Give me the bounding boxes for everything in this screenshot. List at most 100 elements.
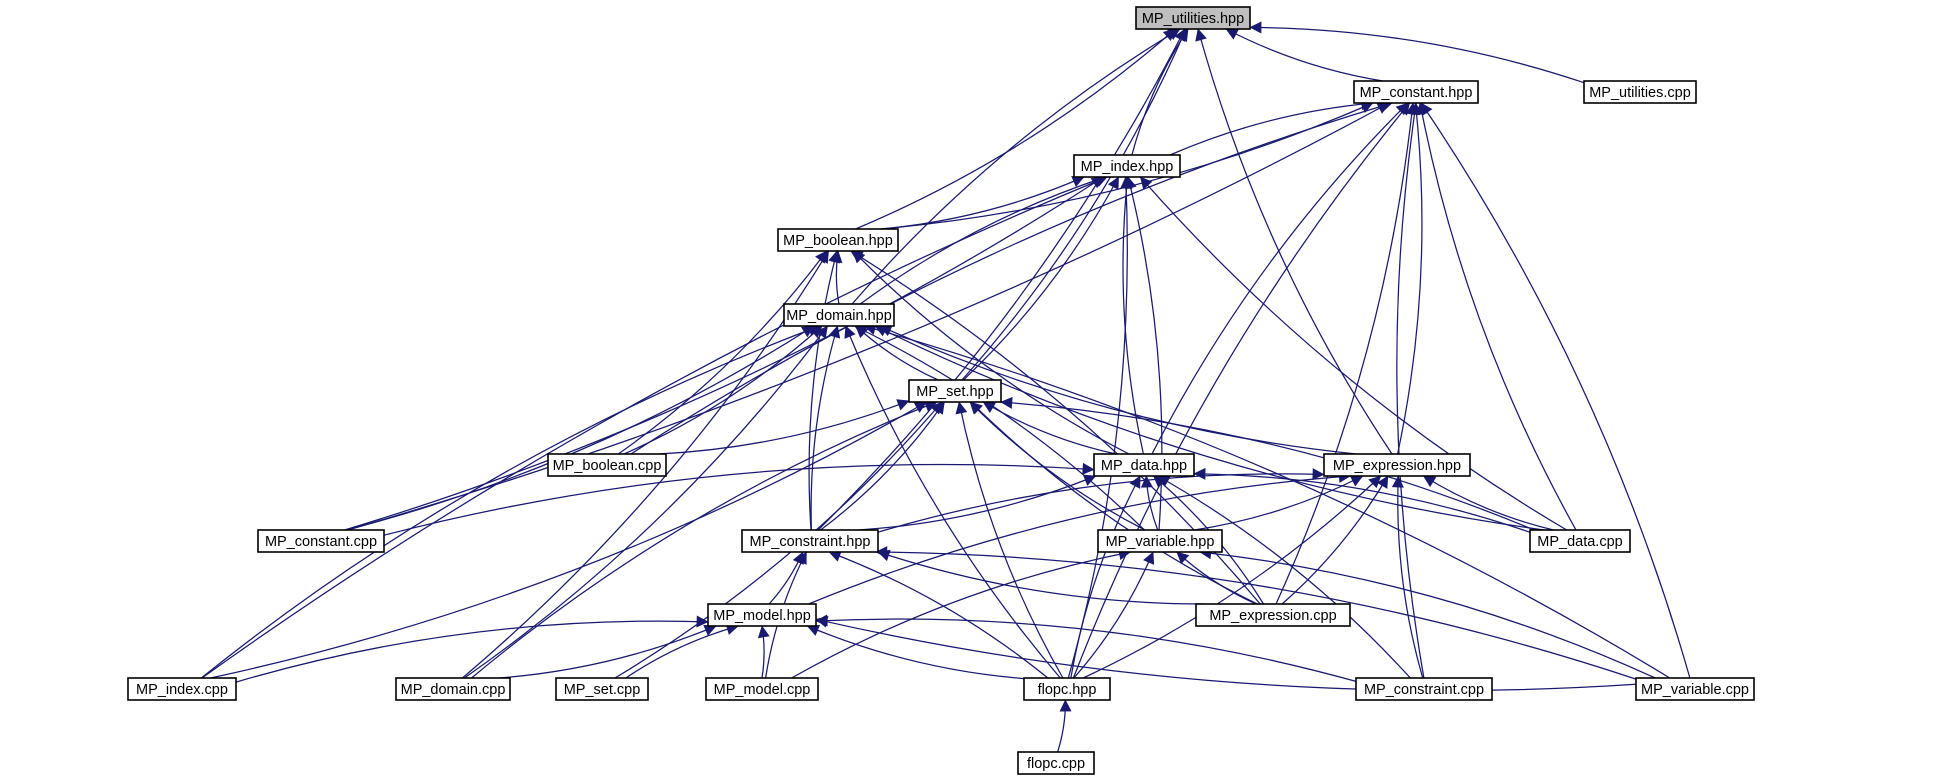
node-mp-constant-hpp[interactable]: MP_constant.hpp: [1353, 80, 1479, 104]
node-label: MP_expression.hpp: [1333, 458, 1461, 474]
node-label: MP_domain.cpp: [401, 682, 506, 698]
node-box: [707, 603, 817, 627]
edge-mp_data_hpp-to-mp_constant_hpp: [1151, 102, 1409, 455]
node-box: [1353, 80, 1479, 104]
node-label: MP_domain.hpp: [786, 308, 892, 324]
edge-mp_data_cpp-to-mp_set_hpp: [1000, 396, 1535, 531]
edge-mp_boolean_hpp-to-mp_index_hpp: [880, 176, 1085, 230]
edge-mp_boolean_cpp-to-mp_domain_hpp: [623, 325, 823, 455]
edge-mp_set_hpp-to-mp_utilities_hpp: [961, 28, 1187, 381]
edge-mp_constraint_cpp-to-mp_constant_hpp: [1396, 102, 1425, 679]
edge-mp_model_hpp-to-mp_constraint_hpp: [768, 551, 804, 605]
node-mp-utilities-cpp[interactable]: MP_utilities.cpp: [1583, 80, 1697, 104]
edge-mp_boolean_hpp-to-mp_utilities_hpp: [855, 28, 1176, 230]
edge-mp_domain_hpp-to-mp_index_hpp: [859, 174, 1107, 305]
edge-flopc_hpp-to-mp_constraint_hpp: [828, 550, 1049, 679]
edge-mp_variable_hpp-to-mp_domain_hpp: [854, 325, 1145, 531]
edge-mp_domain_cpp-to-mp_model_hpp: [498, 624, 717, 679]
node-mp-set-cpp[interactable]: MP_set.cpp: [555, 677, 649, 701]
node-mp-domain-hpp[interactable]: MP_domain.hpp: [783, 303, 895, 327]
node-mp-variable-cpp[interactable]: MP_variable.cpp: [1635, 677, 1755, 701]
node-mp-variable-hpp[interactable]: MP_variable.hpp: [1097, 529, 1223, 553]
node-mp-boolean-cpp[interactable]: MP_boolean.cpp: [547, 453, 667, 477]
edge-mp_expression_hpp-to-mp_domain_hpp: [879, 325, 1357, 455]
node-label: flopc.hpp: [1038, 682, 1097, 698]
node-label: MP_variable.hpp: [1106, 534, 1215, 550]
node-label: MP_index.hpp: [1081, 159, 1174, 175]
node-box: [741, 529, 879, 553]
edge-mp_domain_hpp-to-mp_boolean_hpp: [830, 250, 843, 305]
node-mp-boolean-hpp[interactable]: MP_boolean.hpp: [777, 228, 899, 252]
node-mp-domain-cpp[interactable]: MP_domain.cpp: [395, 677, 511, 701]
node-box: [257, 529, 385, 553]
node-mp-set-hpp[interactable]: MP_set.hpp: [908, 379, 1002, 403]
node-mp-constraint-cpp[interactable]: MP_constraint.cpp: [1355, 677, 1493, 701]
edge-mp_data_hpp-to-mp_index_hpp: [1120, 176, 1145, 455]
edge-mp_variable_hpp-to-mp_set_hpp: [969, 401, 1146, 531]
edge-mp_boolean_cpp-to-mp_constant_hpp: [630, 100, 1393, 455]
edge-mp_set_cpp-to-mp_set_hpp: [614, 401, 943, 679]
edge-mp_model_cpp-to-mp_model_hpp: [757, 625, 770, 679]
edge-mp_constant_cpp-to-mp_domain_hpp: [346, 325, 815, 531]
edge-mp_expression_hpp-to-mp_constant_hpp: [1396, 102, 1423, 455]
edge-mp_domain_cpp-to-mp_set_hpp: [471, 400, 938, 679]
edge-mp_index_cpp-to-mp_set_hpp: [210, 401, 928, 679]
node-label: MP_data.cpp: [1537, 534, 1622, 550]
node-label: MP_set.cpp: [564, 682, 641, 698]
node-mp-model-hpp[interactable]: MP_model.hpp: [707, 603, 817, 627]
edge-mp_constant_cpp-to-mp_index_hpp: [344, 176, 1104, 531]
node-label: MP_data.hpp: [1101, 458, 1187, 474]
edge-flopc_hpp-to-mp_domain_hpp: [844, 325, 1061, 679]
edge-mp_constraint_cpp-to-mp_data_hpp: [1157, 475, 1411, 679]
node-mp-constraint-hpp[interactable]: MP_constraint.hpp: [741, 529, 879, 553]
node-box: [547, 453, 667, 477]
node-mp-constant-cpp[interactable]: MP_constant.cpp: [257, 529, 385, 553]
node-mp-expression-cpp[interactable]: MP_expression.cpp: [1195, 603, 1351, 627]
node-mp-index-hpp[interactable]: MP_index.hpp: [1073, 154, 1181, 178]
edge-mp_variable_hpp-to-mp_expression_hpp: [1194, 475, 1364, 531]
node-label: MP_boolean.hpp: [783, 233, 893, 249]
edge-mp_model_hpp-to-mp_expression_hpp: [808, 470, 1351, 605]
edge-mp_constraint_cpp-to-mp_expression_hpp: [1391, 475, 1424, 679]
edge-flopc_hpp-to-mp_set_hpp: [955, 401, 1064, 679]
edge-mp_index_hpp-to-mp_constant_hpp: [1169, 98, 1374, 156]
edge-mp_model_cpp-to-mp_variable_hpp: [791, 548, 1131, 679]
node-box: [1323, 453, 1471, 477]
edge-mp_data_cpp-to-mp_constant_hpp: [1416, 102, 1577, 531]
edge-mp_data_cpp-to-mp_data_hpp: [1193, 467, 1531, 533]
edge-mp_variable_cpp-to-mp_domain_hpp: [863, 323, 1671, 679]
edge-mp_data_cpp-to-mp_domain_hpp: [874, 325, 1544, 531]
edge-mp_constant_hpp-to-mp_utilities_hpp: [1225, 28, 1384, 82]
node-mp-utilities-hpp: MP_utilities.hpp: [1135, 6, 1251, 30]
node-flopc-cpp[interactable]: flopc.cpp: [1017, 751, 1095, 775]
node-box: [1195, 603, 1351, 627]
node-box: [783, 303, 895, 327]
node-box: [1135, 6, 1251, 30]
edge-mp_index_cpp-to-mp_model_hpp: [235, 615, 709, 683]
node-flopc-hpp[interactable]: flopc.hpp: [1023, 677, 1111, 701]
node-label: MP_constraint.cpp: [1364, 682, 1484, 698]
node-box: [1017, 751, 1095, 775]
node-box: [127, 677, 237, 701]
node-label: MP_constraint.hpp: [750, 534, 871, 550]
node-mp-data-cpp[interactable]: MP_data.cpp: [1529, 529, 1631, 553]
node-mp-data-hpp[interactable]: MP_data.hpp: [1093, 453, 1195, 477]
node-box: [1073, 154, 1181, 178]
edge-mp_variable_cpp-to-mp_constraint_hpp: [875, 546, 1637, 680]
edge-mp_variable_cpp-to-mp_model_hpp: [815, 615, 1637, 692]
edge-layer: [200, 21, 1691, 753]
node-mp-index-cpp[interactable]: MP_index.cpp: [127, 677, 237, 701]
edge-mp_data_cpp-to-mp_index_hpp: [1139, 176, 1568, 531]
edge-mp_constant_cpp-to-mp_data_hpp: [383, 462, 1095, 536]
node-label: MP_utilities.hpp: [1142, 11, 1244, 27]
node-box: [777, 228, 899, 252]
edge-mp_data_hpp-to-mp_boolean_hpp: [852, 250, 1130, 455]
node-mp-expression-hpp[interactable]: MP_expression.hpp: [1323, 453, 1471, 477]
node-mp-model-cpp[interactable]: MP_model.cpp: [705, 677, 819, 701]
node-label: MP_set.hpp: [916, 384, 993, 400]
edge-mp_variable_hpp-to-mp_index_hpp: [1124, 176, 1163, 531]
edge-flopc_hpp-to-mp_expression_hpp: [1082, 475, 1382, 679]
edge-mp_constant_cpp-to-mp_constant_hpp: [347, 102, 1390, 531]
edge-flopc_hpp-to-mp_constant_hpp: [1072, 102, 1411, 679]
